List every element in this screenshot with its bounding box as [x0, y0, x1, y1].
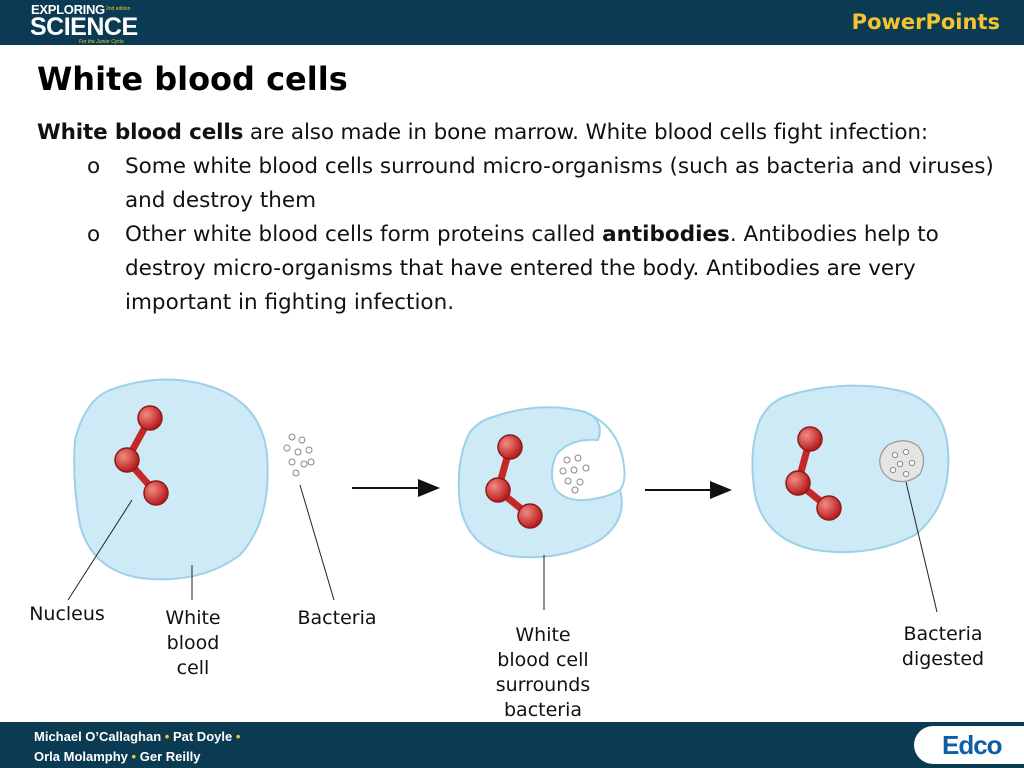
nucleus-pointer [67, 499, 133, 601]
bullet-item-antibodies: o Other white blood cells form proteins … [37, 218, 997, 320]
edco-logo: Edco [914, 726, 1024, 764]
bullet-item-surround: o Some white blood cells surround micro-… [37, 150, 997, 218]
label-nucleus: Nucleus [29, 603, 105, 625]
nucleus-1 [114, 405, 169, 506]
nucleus-2 [485, 434, 543, 529]
logo-edition: 2nd edition [106, 6, 131, 12]
white-blood-cell-diagram: Nucleus White blood cell Bacteria White … [0, 340, 1024, 721]
digested-pointer [905, 481, 938, 613]
intro-paragraph: White blood cells are also made in bone … [37, 116, 997, 150]
digested-vacuole [879, 440, 925, 483]
bullet-list: o Some white blood cells surround micro-… [37, 150, 997, 320]
bullet-text: Some white blood cells surround micro-or… [125, 154, 994, 213]
powerpoints-brand: PowerPoints [851, 10, 1000, 34]
antibodies-term: antibodies [602, 222, 730, 247]
intro-text: are also made in bone marrow. White bloo… [243, 120, 928, 145]
diagram-svg [67, 378, 950, 613]
logo-line2: SCIENCE [30, 13, 138, 41]
label-digested: Bacteria digested [901, 623, 985, 670]
bacteria-pointer [299, 484, 335, 601]
arrow-2-icon [645, 481, 732, 499]
nucleus-3 [785, 426, 842, 521]
bullet-text-start: Other white blood cells form proteins ca… [125, 222, 603, 247]
label-surrounds: White blood cell surrounds bacteria [495, 624, 591, 721]
white-blood-cell-1 [73, 378, 269, 581]
label-bacteria: Bacteria [297, 607, 377, 629]
bullet-marker: o [87, 154, 101, 179]
intro-bold-term: White blood cells [37, 120, 244, 145]
author-credits: Michael O’Callaghan • Pat Doyle • Orla M… [34, 727, 240, 767]
bullet-marker: o [87, 222, 101, 247]
white-blood-cell-3 [751, 384, 950, 554]
bacteria-cluster-2 [559, 454, 590, 494]
bacteria-cluster-1 [283, 433, 315, 477]
bullet-text-end: . Antibodies help to destroy micro-organ… [125, 222, 939, 315]
authors-line-1: Michael O’Callaghan • Pat Doyle • [34, 729, 241, 744]
slide-body: White blood cells are also made in bone … [37, 116, 997, 320]
exploring-science-logo: EXPLORING 2nd edition SCIENCE For the Ju… [28, 2, 138, 45]
logo-tagline: For the Junior Cycle [79, 39, 124, 45]
white-blood-cell-2 [457, 406, 623, 559]
engulfing-arm [584, 411, 626, 491]
slide-title: White blood cells [37, 60, 348, 98]
footer-bar: Michael O’Callaghan • Pat Doyle • Orla M… [0, 722, 1024, 768]
authors-line-2: Orla Molamphy • Ger Reilly [34, 749, 201, 764]
logo-line1: EXPLORING [31, 2, 105, 17]
arrow-1-icon [352, 479, 440, 497]
publisher-name: Edco [942, 730, 1003, 760]
label-white-blood-cell: White blood cell [165, 607, 221, 679]
header-bar: EXPLORING 2nd edition SCIENCE For the Ju… [0, 0, 1024, 45]
